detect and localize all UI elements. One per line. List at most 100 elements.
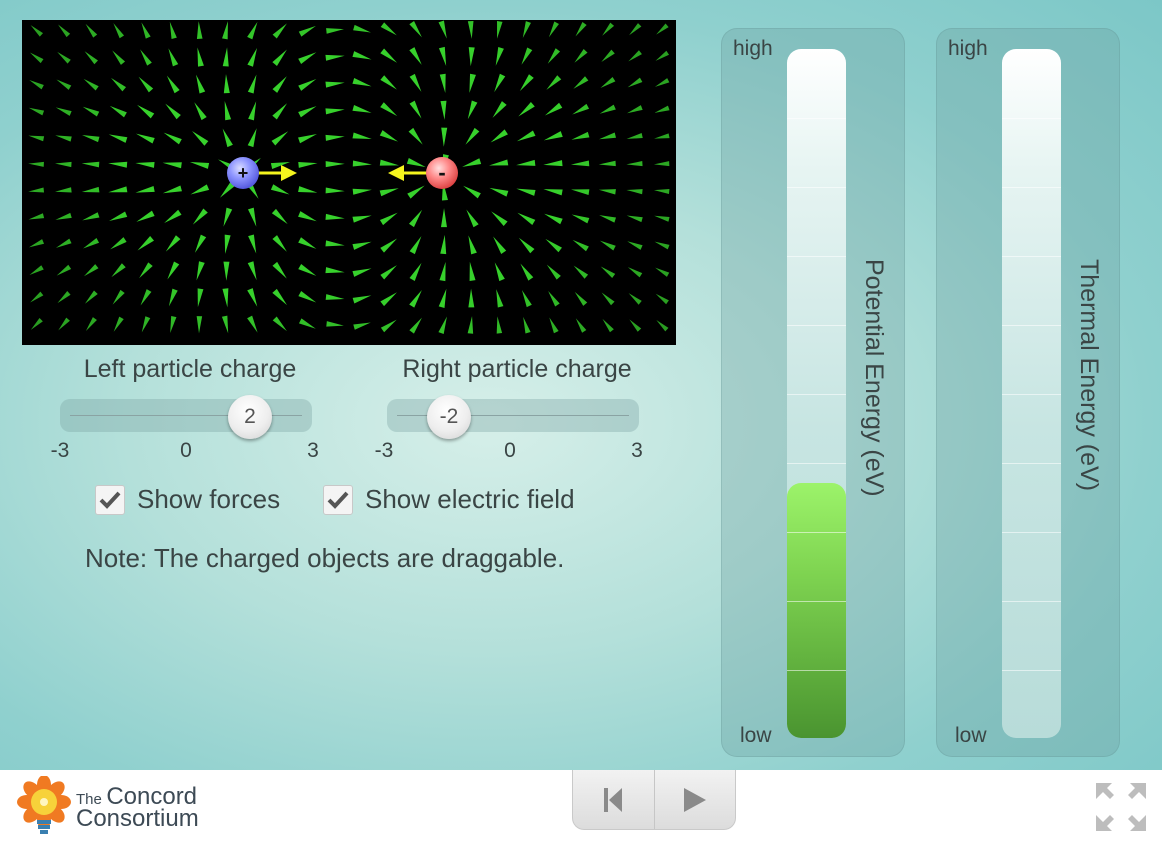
field-arrow <box>352 241 372 250</box>
field-arrow <box>465 127 480 145</box>
fullscreen-button[interactable] <box>1094 781 1148 838</box>
field-arrow <box>248 234 257 254</box>
field-arrow <box>627 241 643 250</box>
bar-low-label: low <box>955 724 987 747</box>
field-arrow <box>575 318 587 333</box>
field-arrow <box>409 20 422 38</box>
show-forces-checkbox[interactable]: Show forces <box>95 484 280 515</box>
field-arrow <box>627 77 643 88</box>
left-charge-handle[interactable]: 2 <box>228 395 272 439</box>
left-slider-line <box>70 415 302 416</box>
left-charge-value: 2 <box>244 405 256 428</box>
field-arrow <box>518 101 535 117</box>
field-arrow <box>627 267 643 278</box>
field-arrow <box>489 159 509 166</box>
field-arrow <box>656 23 669 35</box>
field-arrow <box>272 49 287 66</box>
field-arrow <box>165 235 181 252</box>
concord-consortium-logo[interactable]: The Concord Consortium <box>16 776 199 838</box>
field-arrow <box>30 25 44 37</box>
field-arrow <box>653 189 670 195</box>
footer-bar: The Concord Consortium <box>0 770 1162 846</box>
thermal-energy-label: Thermal Energy (eV) <box>1075 259 1103 492</box>
field-arrow <box>572 239 589 252</box>
left-charge-slider[interactable]: 2 <box>60 395 312 439</box>
field-arrow <box>141 22 151 39</box>
field-arrow <box>656 319 669 332</box>
field-arrow <box>223 74 230 94</box>
field-arrow <box>467 20 474 39</box>
playback-controls <box>572 770 736 830</box>
field-arrow <box>439 261 446 282</box>
field-arrow <box>271 208 288 225</box>
field-arrow <box>247 74 257 94</box>
field-arrow <box>109 211 128 222</box>
field-arrow <box>56 79 72 90</box>
play-button[interactable] <box>653 770 736 829</box>
potential-energy-bar <box>787 49 846 738</box>
field-arrow <box>574 49 588 63</box>
reset-button[interactable] <box>573 770 654 829</box>
checkbox-box[interactable] <box>323 484 353 515</box>
field-arrow <box>109 105 127 118</box>
field-arrow <box>196 261 205 281</box>
field-arrow <box>516 159 536 166</box>
field-arrow <box>407 185 425 199</box>
field-arrow <box>352 188 372 195</box>
field-arrow <box>379 159 400 166</box>
field-arrow <box>517 212 536 225</box>
field-arrow <box>112 289 125 305</box>
field-arrow <box>325 161 345 168</box>
bar-gridline <box>1002 670 1061 671</box>
field-arrow <box>247 261 257 281</box>
field-arrow <box>352 295 372 304</box>
right-charge-handle[interactable]: -2 <box>427 395 471 439</box>
field-arrow <box>406 158 426 168</box>
field-arrow <box>222 128 233 148</box>
field-arrow <box>194 102 207 121</box>
right-charged-particle[interactable]: - <box>426 157 458 189</box>
logo-text: The Concord Consortium <box>76 784 199 830</box>
field-arrow <box>247 47 258 67</box>
field-arrow <box>135 133 155 144</box>
field-arrow <box>519 74 534 92</box>
bar-gridline <box>1002 463 1061 464</box>
field-arrow <box>441 127 448 147</box>
right-charge-slider[interactable]: -2 <box>387 395 639 439</box>
left-charged-particle[interactable]: + <box>227 157 259 189</box>
field-arrow <box>409 236 422 255</box>
field-arrow <box>629 23 642 36</box>
checkmark-icon <box>327 491 349 509</box>
field-arrow <box>326 28 345 34</box>
field-arrow <box>30 291 44 303</box>
show-electric-field-checkbox[interactable]: Show electric field <box>323 484 575 515</box>
fullscreen-icon <box>1096 783 1146 831</box>
field-arrow <box>654 241 670 250</box>
field-arrow <box>83 264 99 277</box>
bar-gridline <box>1002 118 1061 119</box>
field-arrow <box>196 74 206 94</box>
checkbox-box[interactable] <box>95 484 125 515</box>
field-arrow <box>141 316 151 333</box>
field-arrow <box>547 48 561 64</box>
potential-energy-label: Potential Energy (eV) <box>860 259 888 497</box>
right-slider-line <box>397 415 629 416</box>
field-arrow <box>170 315 177 334</box>
field-arrow <box>168 48 179 67</box>
field-arrow <box>543 131 563 141</box>
field-arrow <box>57 51 71 64</box>
field-arrow <box>110 237 127 250</box>
field-arrow <box>138 76 154 93</box>
logo-the: The <box>76 790 102 808</box>
field-arrow <box>272 288 288 306</box>
field-arrow <box>57 291 71 304</box>
bar-gridline <box>1002 601 1061 602</box>
field-arrow <box>521 47 533 65</box>
field-arrow <box>28 161 44 167</box>
field-arrow <box>575 22 587 37</box>
field-arrow <box>298 25 316 37</box>
field-arrow <box>81 186 100 193</box>
simulation-canvas[interactable]: + - <box>22 20 676 345</box>
tick-label: 0 <box>504 439 516 462</box>
field-arrow <box>626 215 643 223</box>
